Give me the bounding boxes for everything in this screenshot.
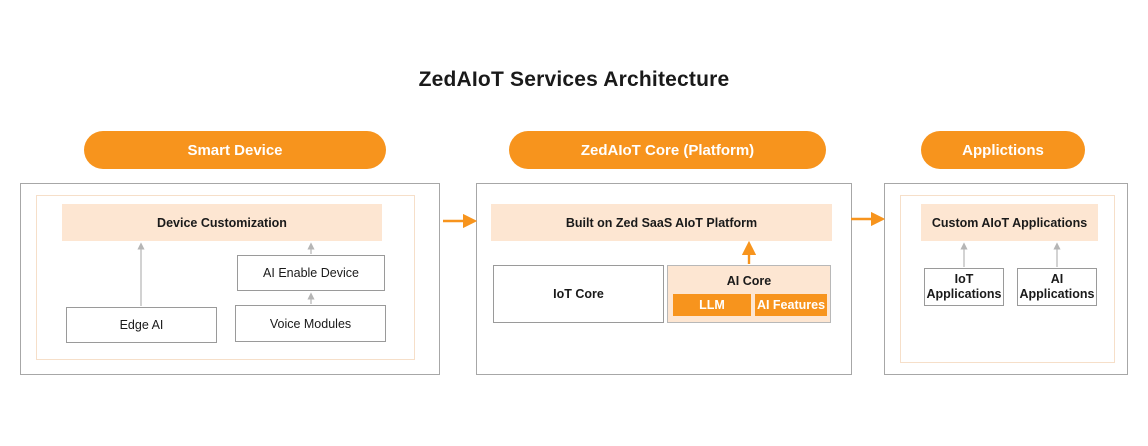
zed-saas-platform-box: Built on Zed SaaS AIoT Platform <box>491 204 832 241</box>
iot-applications-box: IoT Applications <box>924 268 1004 306</box>
diagram-title: ZedAIoT Services Architecture <box>418 68 730 91</box>
smart-device-header: Smart Device <box>84 131 386 169</box>
ai-features-chip: AI Features <box>755 294 827 316</box>
iot-applications-line2: Applications <box>926 287 1002 301</box>
device-customization-box: Device Customization <box>62 204 382 241</box>
ai-applications-line1: AI <box>1050 272 1064 286</box>
ai-core-box: AI Core LLM AI Features <box>667 265 831 323</box>
applications-header: Applictions <box>921 131 1085 169</box>
custom-aiot-applications-box: Custom AIoT Applications <box>921 204 1098 241</box>
iot-applications-line1: IoT <box>954 272 974 286</box>
llm-chip: LLM <box>673 294 751 316</box>
ai-applications-box: AI Applications <box>1017 268 1097 306</box>
voice-modules-box: Voice Modules <box>235 305 386 342</box>
ai-enable-device-box: AI Enable Device <box>237 255 385 291</box>
ai-applications-line2: Applications <box>1019 287 1095 301</box>
edge-ai-box: Edge AI <box>66 307 217 343</box>
iot-core-box: IoT Core <box>493 265 664 323</box>
ai-core-label: AI Core <box>726 274 772 288</box>
core-platform-header: ZedAIoT Core (Platform) <box>509 131 826 169</box>
